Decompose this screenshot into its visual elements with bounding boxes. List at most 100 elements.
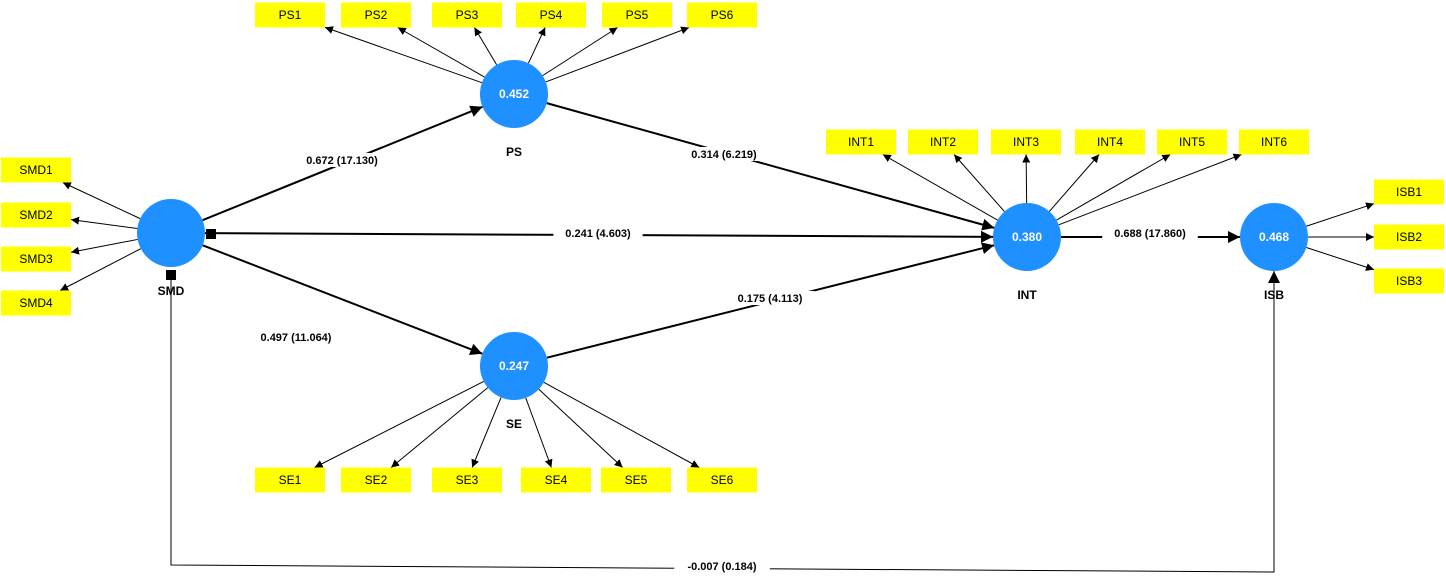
indicator-box xyxy=(687,467,757,493)
indicator-label: PS6 xyxy=(711,8,734,22)
indicator-isb1[interactable]: ISB1 xyxy=(1374,179,1444,205)
loading-arrow-ps5 xyxy=(542,27,618,77)
construct-name: SE xyxy=(506,417,522,431)
indicator-box xyxy=(1075,129,1145,155)
indicator-label: PS1 xyxy=(279,8,302,22)
indicator-box xyxy=(516,2,586,28)
indicator-box xyxy=(1157,129,1227,155)
indicator-label: INT4 xyxy=(1097,135,1123,149)
moderator-handle-bottom[interactable] xyxy=(166,270,176,280)
indicator-se4[interactable]: SE4 xyxy=(521,467,591,493)
construct-circle xyxy=(137,199,205,267)
indicator-int3[interactable]: INT3 xyxy=(991,129,1061,155)
indicator-label: SE1 xyxy=(279,473,302,487)
path-ps-int-label: 0.314 (6.219) xyxy=(691,149,757,161)
path-ps-int xyxy=(546,102,995,231)
loading-arrow-smd1 xyxy=(62,182,141,220)
indicator-label: INT2 xyxy=(930,135,956,149)
indicator-label: SE6 xyxy=(711,473,734,487)
indicator-box xyxy=(1239,129,1309,155)
indicator-int2[interactable]: INT2 xyxy=(908,129,978,155)
construct-name: INT xyxy=(1017,288,1037,302)
indicator-ps1[interactable]: PS1 xyxy=(255,2,325,28)
loading-arrow-se6 xyxy=(543,381,700,468)
indicator-box xyxy=(432,2,502,28)
indicator-box xyxy=(602,2,672,28)
construct-smd[interactable]: SMD xyxy=(137,199,205,298)
indicator-smd4[interactable]: SMD4 xyxy=(1,290,71,316)
loading-arrow-se3 xyxy=(471,397,502,468)
indicator-ps4[interactable]: PS4 xyxy=(516,2,586,28)
indicator-box xyxy=(1374,268,1444,294)
path-smd-se xyxy=(202,244,483,355)
indicator-ps2[interactable]: PS2 xyxy=(341,2,411,28)
indicator-box xyxy=(255,2,325,28)
loading-arrow-isb1 xyxy=(1306,202,1375,227)
indicator-label: SE3 xyxy=(456,473,479,487)
indicator-smd1[interactable]: SMD1 xyxy=(1,157,71,183)
indicator-label: SMD3 xyxy=(19,252,53,266)
r-squared-value: 0.468 xyxy=(1259,230,1289,244)
indicator-box xyxy=(1,246,71,272)
indicator-label: PS3 xyxy=(456,8,479,22)
r-squared-value: 0.452 xyxy=(499,87,529,101)
loading-arrow-smd2 xyxy=(70,216,138,230)
indicator-label: SMD4 xyxy=(19,296,53,310)
loading-arrow-int3 xyxy=(1022,154,1031,204)
indicator-ps5[interactable]: PS5 xyxy=(602,2,672,28)
loading-arrow-ps2 xyxy=(397,27,485,78)
indicator-se5[interactable]: SE5 xyxy=(601,467,671,493)
loading-arrow-ps6 xyxy=(545,26,690,83)
indicator-label: SMD1 xyxy=(19,163,53,177)
loading-arrow-se5 xyxy=(538,388,623,468)
indicator-int6[interactable]: INT6 xyxy=(1239,129,1309,155)
loading-arrow-smd3 xyxy=(70,238,138,255)
indicator-box xyxy=(1,157,71,183)
indicator-ps6[interactable]: PS6 xyxy=(687,2,757,28)
indicator-label: SMD2 xyxy=(19,208,53,222)
moderator-handle-right[interactable] xyxy=(206,229,216,239)
path-label-bg xyxy=(725,291,815,305)
indicator-label: SE4 xyxy=(545,473,568,487)
indicator-ps3[interactable]: PS3 xyxy=(432,2,502,28)
indicator-isb3[interactable]: ISB3 xyxy=(1374,268,1444,294)
indicator-int1[interactable]: INT1 xyxy=(826,129,896,155)
indicator-label: INT6 xyxy=(1261,135,1287,149)
indicator-smd3[interactable]: SMD3 xyxy=(1,246,71,272)
loading-arrow-ps3 xyxy=(474,27,498,66)
indicator-label: ISB2 xyxy=(1396,230,1422,244)
indicator-se6[interactable]: SE6 xyxy=(687,467,757,493)
path-smd-ps-label: 0.672 (17.130) xyxy=(306,155,378,167)
construct-name: ISB xyxy=(1264,288,1284,302)
path-smd-int-label: 0.241 (4.603) xyxy=(565,228,631,240)
loading-arrow-int2 xyxy=(953,154,1005,212)
indicator-int5[interactable]: INT5 xyxy=(1157,129,1227,155)
indicator-box xyxy=(908,129,978,155)
path-smd-se-label: 0.497 (11.064) xyxy=(261,332,332,344)
indicator-box xyxy=(521,467,591,493)
indicator-isb2[interactable]: ISB2 xyxy=(1374,224,1444,250)
indicator-label: PS5 xyxy=(626,8,649,22)
indicator-int4[interactable]: INT4 xyxy=(1075,129,1145,155)
indicator-label: PS4 xyxy=(540,8,563,22)
loading-arrow-int6 xyxy=(1058,153,1242,226)
indicator-box xyxy=(1,202,71,228)
indicator-se2[interactable]: SE2 xyxy=(341,467,411,493)
loading-arrow-smd4 xyxy=(59,248,142,291)
indicator-se1[interactable]: SE1 xyxy=(255,467,325,493)
indicator-se3[interactable]: SE3 xyxy=(432,467,502,493)
construct-circle xyxy=(480,332,548,400)
loading-arrow-ps1 xyxy=(324,26,483,84)
path-label-bg xyxy=(553,226,643,240)
construct-circle xyxy=(1240,203,1308,271)
indicator-label: ISB3 xyxy=(1396,274,1422,288)
indicator-box xyxy=(601,467,671,493)
indicator-box xyxy=(255,467,325,493)
indicator-smd2[interactable]: SMD2 xyxy=(1,202,71,228)
construct-circle xyxy=(480,60,548,128)
